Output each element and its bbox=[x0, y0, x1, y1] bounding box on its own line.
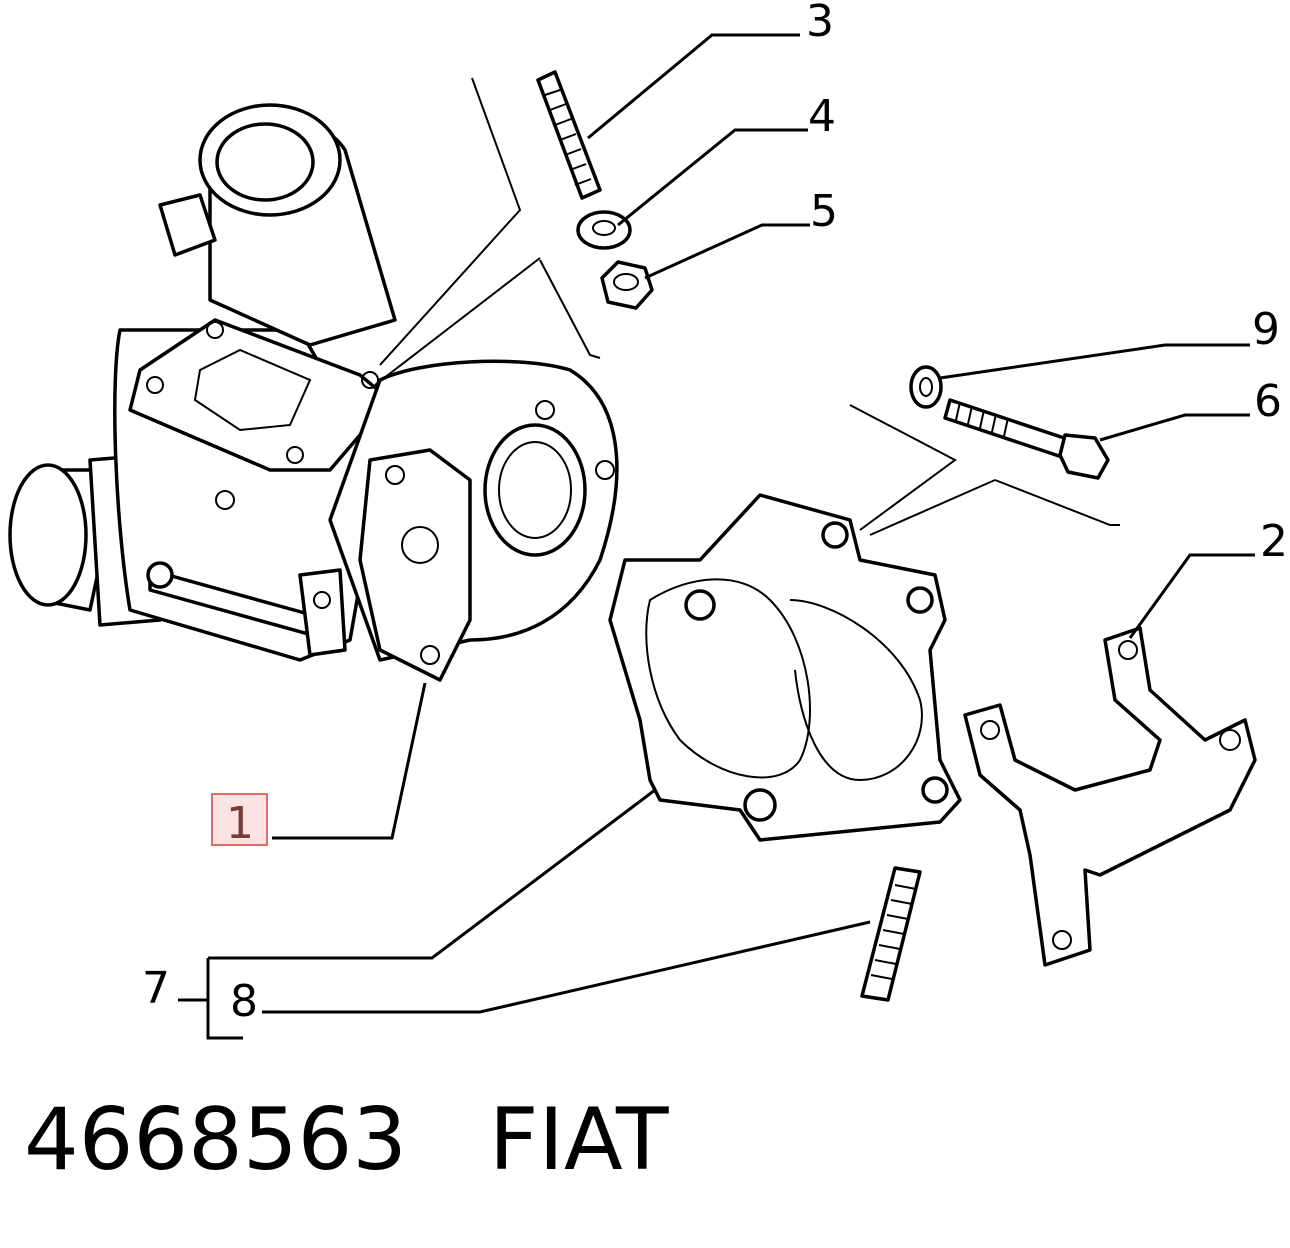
caption: 4668563 FIAT bbox=[24, 1090, 669, 1190]
bracket-2-drawing bbox=[963, 626, 1257, 967]
washer-4-drawing bbox=[576, 210, 632, 250]
turbocharger-drawing bbox=[8, 103, 619, 682]
brand-name: FIAT bbox=[489, 1090, 669, 1190]
callout-3: 3 bbox=[806, 0, 834, 47]
callout-8: 8 bbox=[230, 976, 258, 1027]
washer-9-drawing bbox=[909, 365, 943, 409]
nut-5-drawing bbox=[600, 260, 654, 310]
callout-5: 5 bbox=[810, 186, 838, 237]
callout-7: 7 bbox=[142, 963, 170, 1014]
part-number: 4668563 bbox=[24, 1090, 408, 1190]
stud-8-drawing bbox=[860, 866, 922, 1002]
stud-3-drawing bbox=[536, 70, 602, 200]
callout-6: 6 bbox=[1254, 376, 1282, 427]
callout-4: 4 bbox=[808, 91, 836, 142]
manifold-elbow-7-drawing bbox=[608, 493, 962, 842]
callout-1: 1 bbox=[226, 798, 254, 849]
callout-1-highlight-box bbox=[211, 793, 268, 846]
bolt-6-drawing bbox=[943, 398, 1110, 480]
callout-2: 2 bbox=[1260, 516, 1288, 567]
callout-9: 9 bbox=[1252, 304, 1280, 355]
